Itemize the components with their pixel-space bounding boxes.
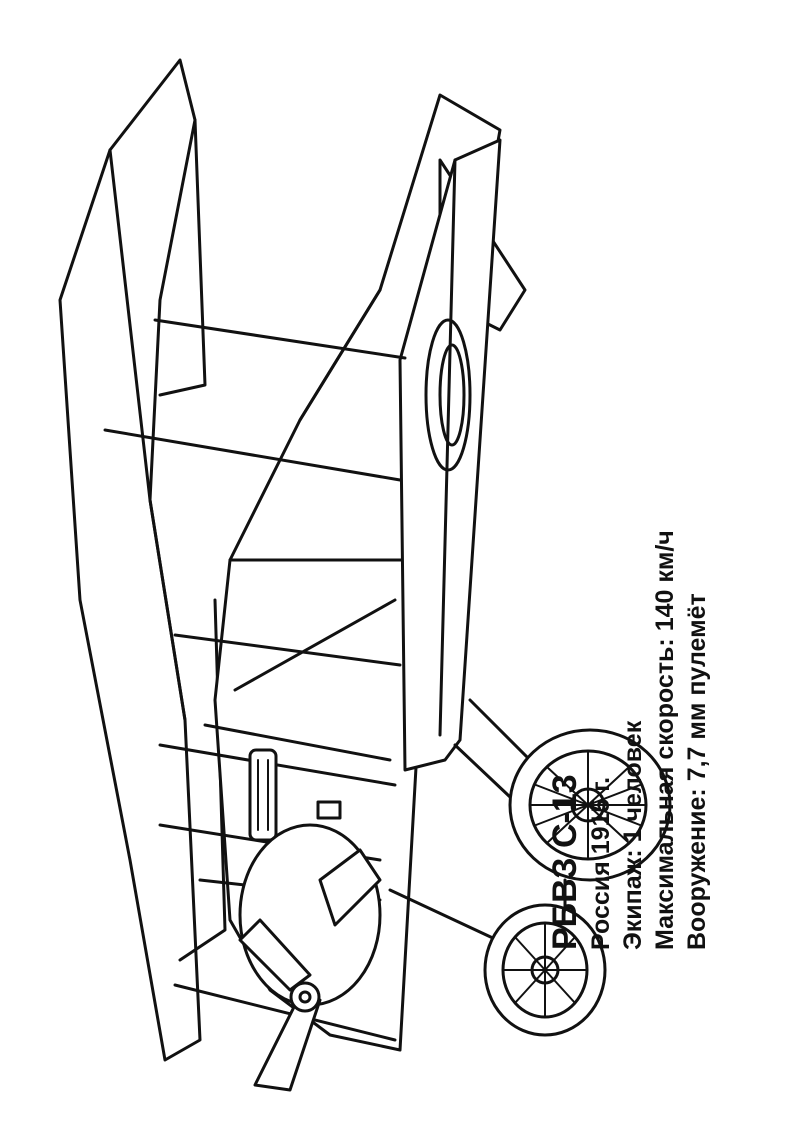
engine-and-propeller bbox=[238, 823, 382, 1092]
lower-wing bbox=[398, 138, 502, 772]
aircraft-caption: РБВЗ С-13 Россия 1915 г. Экипаж: 1 челов… bbox=[545, 190, 785, 950]
machine-gun bbox=[248, 748, 278, 842]
landing-gear bbox=[388, 698, 672, 1037]
caption-origin: Россия 1915 г. bbox=[587, 776, 615, 950]
aircraft-title: РБВЗ С-13 bbox=[546, 774, 584, 950]
caption-armament: Вооружение: 7,7 мм пулемёт bbox=[683, 593, 711, 950]
caption-speed: Максимальная скорость: 140 км/ч bbox=[651, 530, 679, 950]
upper-wing bbox=[58, 58, 227, 1062]
caption-crew: Экипаж: 1 человек bbox=[619, 720, 647, 950]
